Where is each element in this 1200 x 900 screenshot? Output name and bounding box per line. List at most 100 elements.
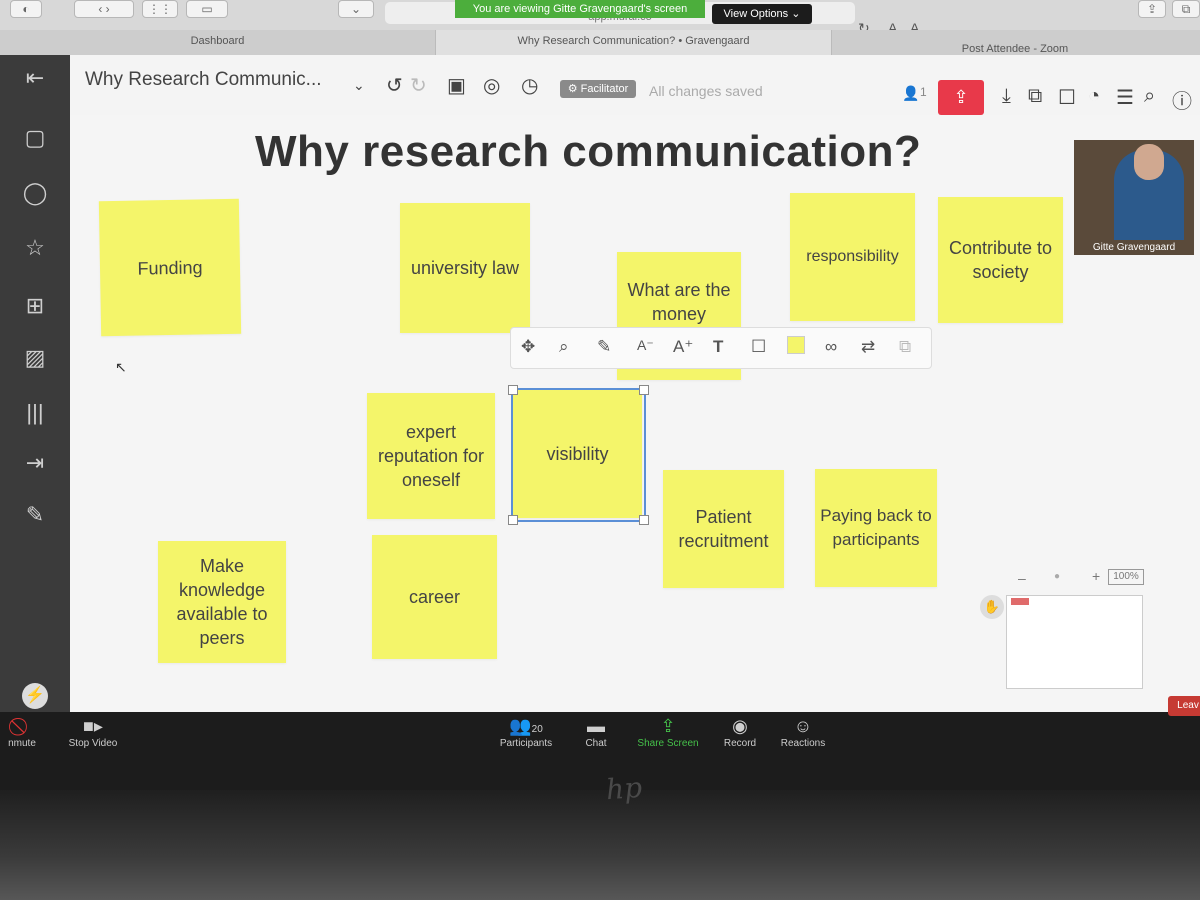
activity-icon[interactable]: ◔	[1088, 85, 1101, 107]
sticky-note[interactable]: Make knowledge available to peers	[158, 541, 286, 663]
screen-share-banner: You are viewing Gitte Gravengaard's scre…	[455, 0, 705, 18]
link-icon[interactable]: ∞	[825, 337, 838, 356]
sticky-note-selected[interactable]: visibility	[513, 390, 642, 518]
sidebar-toggle-button[interactable]: ◐	[10, 0, 42, 18]
chat-button[interactable]: ▬ Chat	[556, 716, 636, 749]
outline-icon[interactable]: ▣	[447, 75, 466, 97]
leave-button[interactable]: Leav	[1168, 696, 1200, 716]
frames-icon[interactable]: ⊞	[25, 293, 45, 318]
minimap[interactable]	[1006, 595, 1143, 689]
unmute-button[interactable]: ⃠ nmute	[0, 716, 62, 749]
sticky-note[interactable]: responsibility	[790, 193, 915, 321]
search-icon[interactable]: ⌕	[1144, 85, 1156, 107]
sidebar-button[interactable]: ▭	[186, 0, 228, 18]
exit-icon[interactable]: ⇤	[25, 65, 45, 90]
reactions-label: Reactions	[780, 738, 826, 749]
resize-handle[interactable]	[639, 515, 649, 525]
stop-video-label: Stop Video	[68, 738, 118, 749]
increase-font-icon[interactable]: A⁺	[673, 337, 694, 356]
mural-workspace: Why Research Communic... ⌄ ↺ ↻ ▣ ◎ ◷ ⚙ F…	[70, 55, 1200, 725]
chevron-down-icon[interactable]: ⌄	[353, 77, 365, 93]
shapes-icon[interactable]: ◯	[22, 180, 48, 205]
view-options-button[interactable]: View Options ⌄	[712, 4, 812, 24]
color-swatch[interactable]	[787, 336, 805, 354]
stop-video-button[interactable]: ■▸ Stop Video	[53, 716, 133, 749]
sticky-note[interactable]: Contribute to society	[938, 197, 1063, 323]
duplicate-icon[interactable]: ⧉	[899, 337, 912, 356]
outline-list-icon[interactable]: ☰	[1116, 87, 1134, 109]
resize-handle[interactable]	[639, 385, 649, 395]
mural-header: Why Research Communic... ⌄ ↺ ↻ ▣ ◎ ◷ ⚙ F…	[70, 55, 1200, 115]
resize-handle[interactable]	[508, 385, 518, 395]
share-icon[interactable]: ⇪	[1138, 0, 1166, 18]
mural-title[interactable]: Why Research Communic...	[85, 69, 322, 90]
undo-icon[interactable]: ↺	[386, 75, 403, 97]
record-button[interactable]: ◉ Record	[700, 716, 780, 749]
participants-icon: 👥20	[509, 716, 543, 736]
grid-view-button[interactable]: ⋮⋮	[142, 0, 178, 18]
timer-icon[interactable]: ◷	[521, 75, 539, 97]
record-icon: ◉	[732, 716, 748, 736]
zoom-in-button[interactable]: +	[1092, 568, 1101, 584]
import-icon[interactable]: ⇥	[25, 450, 45, 475]
image-icon[interactable]: ▨	[24, 345, 46, 370]
selection-frame	[508, 385, 649, 525]
font-small-button[interactable]: A	[888, 20, 898, 36]
laptop-body	[0, 790, 1200, 900]
share-screen-label: Share Screen	[637, 738, 699, 749]
resize-handle[interactable]	[508, 515, 518, 525]
mouse-cursor-icon: ↖	[115, 359, 127, 375]
new-tab-icon[interactable]: ⧉	[1172, 0, 1200, 18]
reload-icon[interactable]: ↻	[858, 20, 870, 36]
reactions-button[interactable]: ☺ Reactions	[763, 716, 843, 749]
share-button[interactable]: ⇪	[938, 80, 984, 115]
participant-count: 1	[920, 85, 927, 99]
zoom-slider-handle[interactable]: ●	[1054, 571, 1061, 582]
zoom-out-button[interactable]: –	[1018, 570, 1026, 586]
sticky-note[interactable]: career	[372, 535, 497, 659]
text-format-icon[interactable]: T	[713, 337, 724, 356]
sticky-note[interactable]: university law	[400, 203, 530, 333]
participant-name: Gitte Gravengaard	[1092, 242, 1176, 253]
pocket-button[interactable]: ⌄	[338, 0, 374, 18]
pen-icon[interactable]: ✎	[25, 502, 45, 527]
tab-zoom[interactable]: Post Attendee - Zoom	[961, 43, 1069, 55]
sticky-note-toolbar: ✥ ⌕ ✎ A⁻ A⁺ T ☐ ∞ ⇄ ⧉	[510, 327, 932, 369]
private-mode-icon[interactable]: ◎	[483, 75, 501, 97]
comments-icon[interactable]: ⧉	[1028, 85, 1043, 107]
font-large-button[interactable]: A	[910, 20, 920, 36]
save-status: All changes saved	[649, 83, 763, 99]
border-icon[interactable]: ☐	[751, 337, 767, 356]
library-icon[interactable]: |||	[26, 400, 44, 425]
hand-tool-icon[interactable]: ✋	[980, 595, 1004, 619]
browser-toolbar: ◐ ‹ › ⋮⋮ ▭ ⌄ app.mural.co You are viewin…	[0, 0, 1200, 36]
sticky-note[interactable]: Funding	[98, 198, 242, 337]
move-icon[interactable]: ✥	[521, 337, 536, 356]
minimap-viewport	[1011, 598, 1029, 605]
focus-icon[interactable]: ⌕	[559, 337, 569, 356]
chat-icon[interactable]: ☐	[1058, 87, 1076, 109]
tab-dashboard[interactable]: Dashboard	[190, 35, 245, 47]
redo-icon[interactable]: ↻	[410, 75, 427, 97]
decrease-font-icon[interactable]: A⁻	[637, 337, 654, 353]
lightning-icon[interactable]: ⚡	[22, 683, 48, 709]
back-forward-buttons[interactable]: ‹ ›	[74, 0, 134, 18]
sticky-note[interactable]: expert reputation for oneself	[367, 393, 495, 519]
sticky-note[interactable]: Patient recruitment	[663, 470, 784, 588]
help-icon[interactable]: ⓘ	[1172, 91, 1192, 113]
edit-icon[interactable]: ✎	[597, 337, 612, 356]
participants-button[interactable]: 👥20 Participants	[486, 716, 566, 749]
laptop-screen: ◐ ‹ › ⋮⋮ ▭ ⌄ app.mural.co You are viewin…	[0, 0, 1200, 790]
zoom-percent[interactable]: 100%	[1108, 569, 1144, 585]
sticky-note-icon[interactable]: ▢	[24, 125, 46, 150]
share-screen-button[interactable]: ⇪ Share Screen	[628, 716, 708, 749]
star-icon[interactable]: ☆	[25, 235, 45, 260]
more-options-icon[interactable]: ⇄	[861, 337, 876, 356]
participant-video[interactable]: Gitte Gravengaard	[1074, 140, 1194, 255]
sticky-note[interactable]: Paying back to participants	[815, 469, 937, 587]
facilitator-label: Facilitator	[580, 83, 629, 95]
user-icon[interactable]: 👤	[902, 85, 920, 101]
video-camera-icon: ■▸	[83, 716, 103, 736]
facilitator-badge[interactable]: ⚙ Facilitator	[560, 80, 636, 98]
download-icon[interactable]: ⤓	[1002, 85, 1011, 107]
